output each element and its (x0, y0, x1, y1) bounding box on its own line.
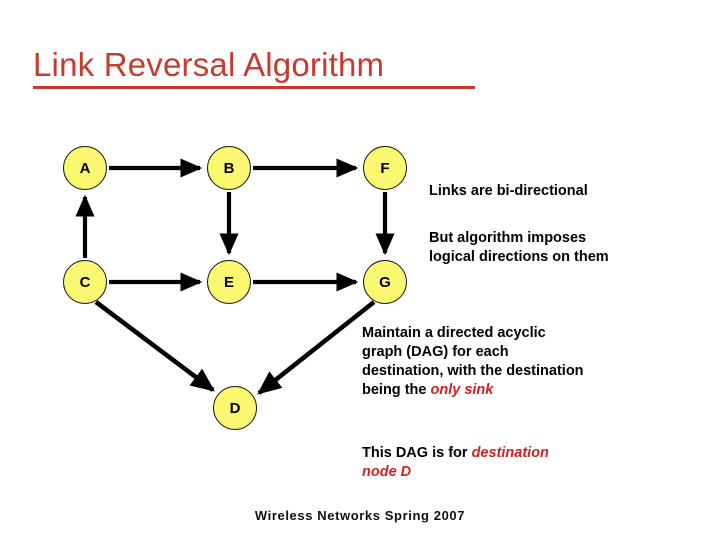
graph-node-e[interactable]: E (207, 260, 251, 304)
node-label-b: B (223, 159, 235, 177)
note-this-dag-prefix: This DAG is for (362, 445, 472, 461)
note-imposes: But algorithm imposes logical directions… (429, 229, 714, 267)
note-dag-line-4: being the only sink (362, 381, 714, 400)
note-imposes-line-1: But algorithm imposes (429, 230, 587, 246)
graph-node-b[interactable]: B (207, 146, 251, 190)
note-imposes-line-2: logical directions on them (429, 249, 609, 266)
graph-node-c[interactable]: C (63, 260, 107, 304)
slide-footer: Wireless Networks Spring 2007 (254, 508, 466, 523)
note-this-dag-emphasis-node-d: node D (362, 464, 412, 481)
node-label-d: D (229, 399, 241, 417)
note-dag-line-4-prefix: being the (362, 382, 431, 399)
note-this-dag-line-1: This DAG is for destination (362, 444, 714, 463)
title-underline (33, 86, 475, 89)
graph-diagram: A B F C E G D (63, 146, 407, 430)
note-dag-line-3: destination, with the destination (362, 363, 584, 380)
graph-node-d[interactable]: D (213, 386, 257, 430)
note-dag-emphasis-only-sink: only sink (430, 382, 494, 399)
note-bidirectional: Links are bi-directional (429, 182, 714, 201)
node-label-c: C (79, 273, 91, 291)
node-label-e: E (223, 273, 234, 291)
note-dag-line-2: graph (DAG) for each (362, 344, 509, 361)
graph-node-g[interactable]: G (363, 260, 407, 304)
note-this-dag-emphasis-destination: destination (471, 445, 549, 461)
note-dag-line-1: Maintain a directed acyclic (362, 325, 546, 341)
graph-node-a[interactable]: A (63, 146, 107, 190)
edge-c-d (94, 300, 215, 392)
note-bidirectional-text: Links are bi-directional (429, 183, 588, 199)
edge-g-d (257, 300, 376, 395)
note-dag: Maintain a directed acyclic graph (DAG) … (362, 324, 714, 401)
graph-edges (75, 158, 395, 395)
note-this-dag: This DAG is for destination node D (362, 444, 714, 482)
graph-node-f[interactable]: F (363, 146, 407, 190)
node-label-f: F (380, 159, 390, 177)
node-label-g: G (379, 273, 391, 291)
node-label-a: A (79, 159, 91, 177)
page-title: Link Reversal Algorithm (33, 46, 385, 83)
